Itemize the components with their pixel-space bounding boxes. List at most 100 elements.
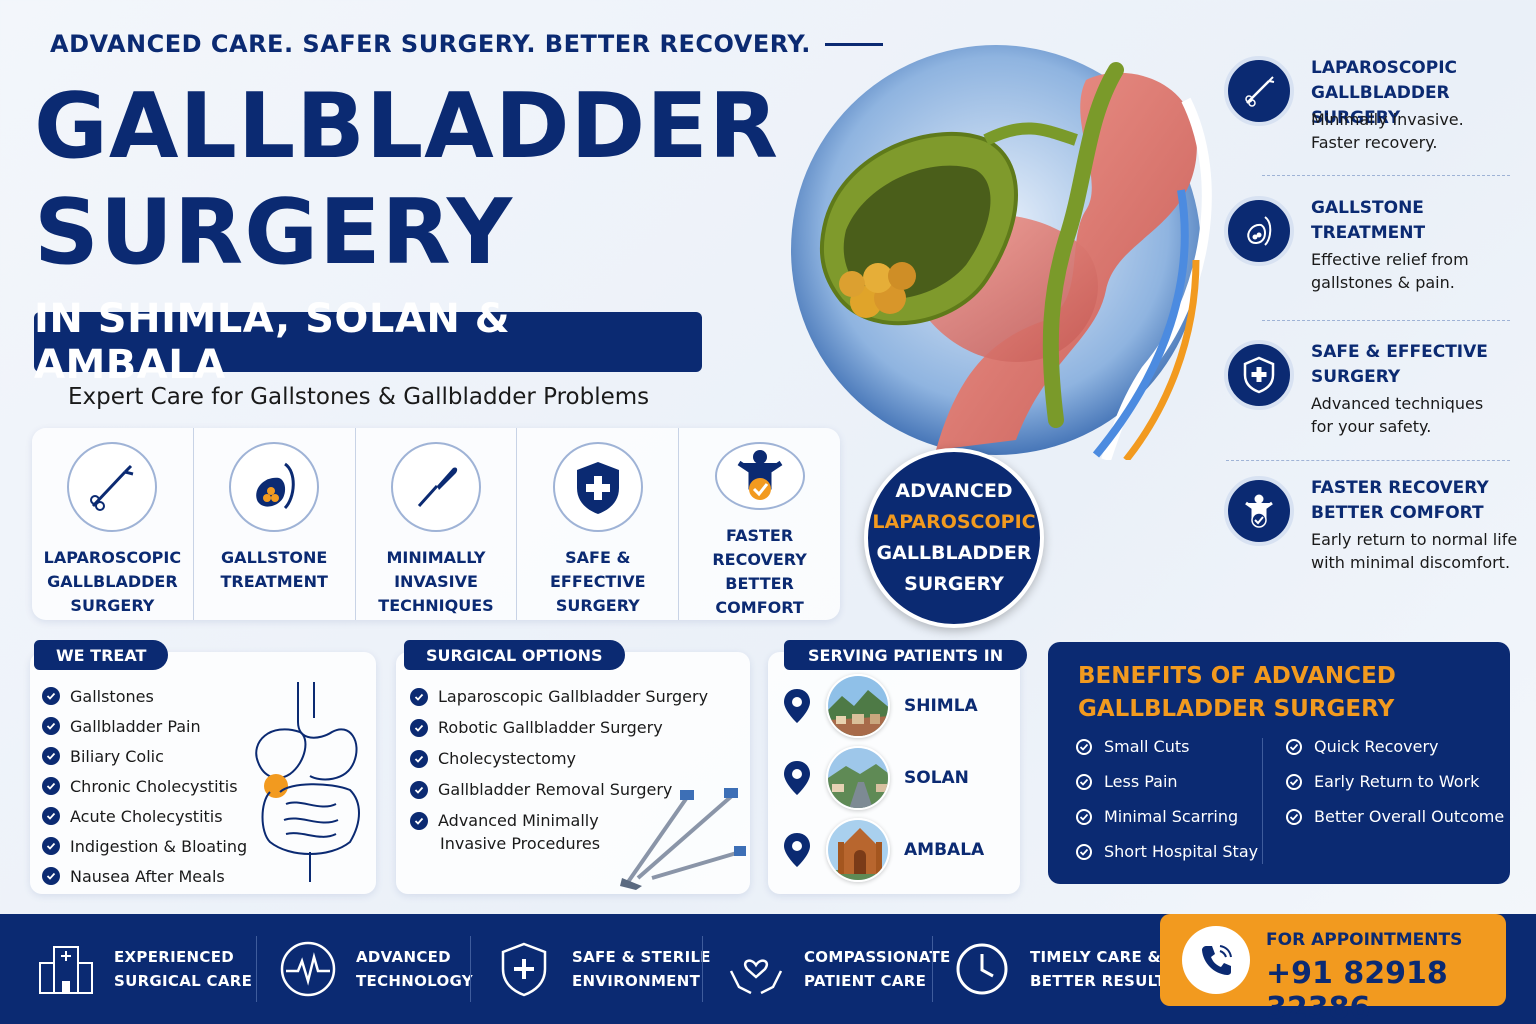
check-icon xyxy=(410,749,428,768)
footer-item-safe: SAFE & STERILE ENVIRONMENT xyxy=(494,914,711,1024)
shimla-image xyxy=(826,674,890,738)
list-item-text: Biliary Colic xyxy=(70,746,164,766)
clock-icon xyxy=(952,939,1012,999)
check-icon xyxy=(42,747,60,765)
tagline: ADVANCED CARE. SAFER SURGERY. BETTER REC… xyxy=(36,30,883,58)
list-item-text: Nausea After Meals xyxy=(70,866,225,886)
side-item-laparoscopic: LAPAROSCOPIC GALLBLADDER SURGERY Minimal… xyxy=(1222,56,1522,186)
hands-heart-icon xyxy=(726,939,786,999)
scalpel-icon xyxy=(390,442,481,532)
trocar-instruments-illustration xyxy=(620,788,746,890)
list-item-text: Chronic Cholecystitis xyxy=(70,776,238,796)
feature-minimally-invasive: MINIMALLY INVASIVE TECHNIQUES xyxy=(356,428,518,620)
serving-panel: SHIMLA SOLAN AMBALA xyxy=(768,652,1020,894)
shield-cross-icon xyxy=(1224,340,1294,410)
footer-item-text: TIMELY CARE & BETTER RESULTS xyxy=(1030,948,1177,990)
city-solan: SOLAN xyxy=(784,746,1014,810)
badge-line-3: GALLBLADDER xyxy=(876,542,1032,564)
footer-item-technology: ADVANCED TECHNOLOGY xyxy=(278,914,473,1024)
feature-strip: LAPAROSCOPIC GALLBLADDER SURGERY GALLSTO… xyxy=(32,428,840,620)
feature-label: LAPAROSCOPIC GALLBLADDER SURGERY xyxy=(43,548,182,615)
list-item: Biliary Colic xyxy=(42,741,247,771)
list-item: Gallstones xyxy=(42,681,247,711)
heartbeat-monitor-icon xyxy=(278,939,338,999)
location-pin-icon xyxy=(784,761,810,795)
footer-divider xyxy=(470,936,471,1002)
surgical-options-title: SURGICAL OPTIONS xyxy=(404,640,625,670)
surgical-option-continuation: Invasive Procedures xyxy=(440,834,601,853)
list-item-text: Cholecystectomy xyxy=(438,749,577,768)
location-pin-icon xyxy=(784,833,810,867)
subtitle: Expert Care for Gallstones & Gallbladder… xyxy=(68,384,650,410)
title-line-2: SURGERY xyxy=(34,180,514,285)
list-item-text: Gallbladder Removal Surgery xyxy=(438,780,673,799)
feature-label: SAFE & EFFECTIVE SURGERY xyxy=(549,548,646,615)
side-item-heading: LAPAROSCOPIC GALLBLADDER SURGERY xyxy=(1311,58,1458,128)
side-item-desc: Early return to normal life with minimal… xyxy=(1311,530,1518,572)
list-item-text: Indigestion & Bloating xyxy=(70,836,248,856)
badge-line-1: ADVANCED xyxy=(895,480,1013,502)
person-check-icon xyxy=(1224,476,1294,546)
list-item-text: Laparoscopic Gallbladder Surgery xyxy=(438,687,709,706)
check-icon xyxy=(410,811,428,830)
feature-gallstone: GALLSTONE TREATMENT xyxy=(194,428,356,620)
appointment-box[interactable]: FOR APPOINTMENTS +91 82918 32386 xyxy=(1160,914,1506,1024)
phone-icon xyxy=(1182,926,1250,994)
side-item-desc: Minimally invasive. Faster recovery. xyxy=(1311,110,1464,152)
list-item-text: Less Pain xyxy=(1104,772,1178,791)
list-item: Cholecystectomy xyxy=(410,743,708,774)
list-item-text: Quick Recovery xyxy=(1314,737,1439,756)
divider xyxy=(1262,175,1510,176)
side-item-desc: Effective relief from gallstones & pain. xyxy=(1311,250,1469,292)
list-item: Chronic Cholecystitis xyxy=(42,771,247,801)
shield-cross-icon xyxy=(552,442,643,532)
gallbladder-stones-icon xyxy=(229,442,320,532)
list-item: Gallbladder Pain xyxy=(42,711,247,741)
footer-item-compassionate: COMPASSIONATE PATIENT CARE xyxy=(726,914,951,1024)
badge-line-4: SURGERY xyxy=(904,573,1004,595)
check-icon xyxy=(42,867,60,885)
footer-item-text: ADVANCED TECHNOLOGY xyxy=(356,948,473,990)
city-name: SOLAN xyxy=(904,768,969,788)
list-item-text: Early Return to Work xyxy=(1314,772,1480,791)
feature-laparoscopic: LAPAROSCOPIC GALLBLADDER SURGERY xyxy=(32,428,194,620)
check-icon xyxy=(410,718,428,737)
list-item: Short Hospital Stay xyxy=(1076,834,1258,869)
list-item: Robotic Gallbladder Surgery xyxy=(410,712,708,743)
check-icon xyxy=(1076,773,1092,790)
benefits-title: BENEFITS OF ADVANCED GALLBLADDER SURGERY xyxy=(1078,663,1396,722)
appointment-label: FOR APPOINTMENTS xyxy=(1266,930,1463,950)
laparoscopic-instrument-icon xyxy=(67,442,158,532)
list-item: Indigestion & Bloating xyxy=(42,831,247,861)
hospital-building-icon xyxy=(36,939,96,999)
laparoscopic-instrument-icon xyxy=(1224,56,1294,126)
benefits-panel: BENEFITS OF ADVANCED GALLBLADDER SURGERY… xyxy=(1048,642,1510,884)
digestive-system-diagram xyxy=(255,682,360,882)
list-item: Quick Recovery xyxy=(1286,729,1504,764)
list-item-text: Gallbladder Pain xyxy=(70,716,201,736)
we-treat-title: WE TREAT xyxy=(34,640,169,670)
appointment-phone[interactable]: +91 82918 32386 xyxy=(1266,956,1448,1024)
side-item-desc: Advanced techniques for your safety. xyxy=(1311,394,1484,436)
list-item: Less Pain xyxy=(1076,764,1258,799)
list-item: Gallbladder Removal Surgery xyxy=(410,774,708,805)
list-item-text: Advanced Minimally xyxy=(438,811,599,830)
solan-image xyxy=(826,746,890,810)
title-line-1: GALLBLADDER xyxy=(34,74,780,179)
list-item-text: Small Cuts xyxy=(1104,737,1190,756)
serving-title: SERVING PATIENTS IN xyxy=(784,640,1028,670)
divider xyxy=(1262,320,1510,321)
shield-cross-icon xyxy=(494,939,554,999)
city-name: AMBALA xyxy=(904,840,985,860)
tagline-text: ADVANCED CARE. SAFER SURGERY. BETTER REC… xyxy=(50,30,811,58)
divider xyxy=(1226,460,1510,461)
list-item-text: Minimal Scarring xyxy=(1104,807,1239,826)
footer-item-text: COMPASSIONATE PATIENT CARE xyxy=(804,948,951,990)
side-item-heading: SAFE & EFFECTIVE SURGERY xyxy=(1311,342,1488,387)
city-ambala: AMBALA xyxy=(784,818,1014,882)
gallbladder-illustration xyxy=(786,40,1216,463)
